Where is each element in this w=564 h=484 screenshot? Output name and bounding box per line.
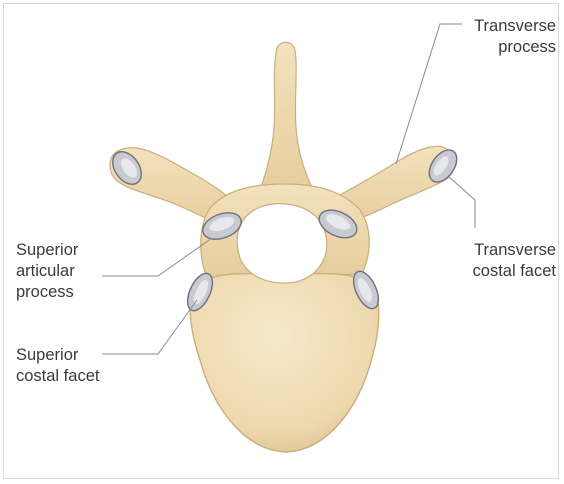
label-superior-costal-facet: Superior costal facet: [16, 345, 136, 387]
label-transverse-process: Transverse process: [440, 16, 556, 58]
leader-transverse-costal-facet: [448, 176, 475, 228]
label-superior-articular-process: Superior articular process: [16, 240, 126, 303]
label-transverse-costal-facet: Transverse costal facet: [420, 240, 556, 282]
vertebral-foramen: [237, 204, 327, 283]
vertebral-body: [190, 273, 379, 452]
spinous-process: [256, 42, 316, 200]
